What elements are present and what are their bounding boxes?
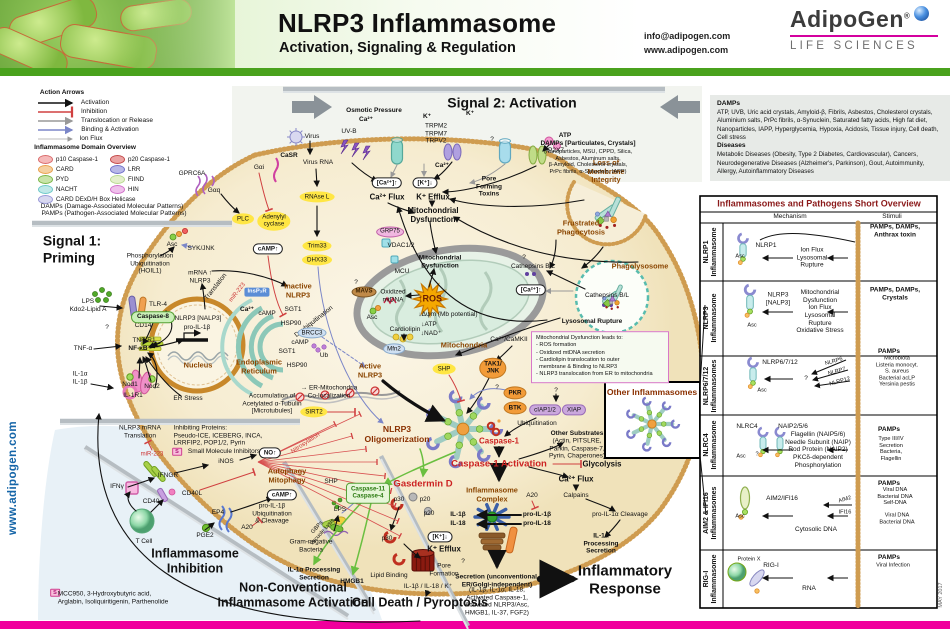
logo-rule [790, 35, 938, 37]
domain-chip: CARD [38, 165, 74, 174]
logo-tagline: LIFE SCIENCES [790, 40, 918, 52]
domain-chip: LRR [110, 165, 140, 174]
domain-chip: HIN [110, 185, 139, 194]
adipogen-logo: AdipoGen® LIFE SCIENCES [790, 6, 938, 52]
domain-chip: p10 Caspase-1 [38, 155, 98, 164]
domain-chip: NACHT [38, 185, 77, 194]
domain-chip: PYD [38, 175, 69, 184]
contact-website[interactable]: www.adipogen.com [644, 44, 729, 55]
page-subtitle: Activation, Signaling & Regulation [279, 40, 516, 56]
logo-brand: AdipoGen® [790, 6, 911, 32]
logo-sphere-icon [914, 6, 930, 21]
footer-magenta-bar [0, 621, 950, 629]
header: NLRP3 Inflammasome Activation, Signaling… [0, 0, 950, 68]
domain-chip: p20 Caspase-1 [110, 155, 170, 164]
domain-chip: CARD DExD/H Box Helicase [38, 195, 135, 204]
contact-email[interactable]: info@adipogen.com [644, 31, 731, 41]
page-title: NLRP3 Inflammasome [278, 8, 557, 38]
bacteria-image [0, 0, 235, 68]
header-green-bar [0, 68, 950, 76]
domain-chip: FIIND [110, 175, 144, 184]
